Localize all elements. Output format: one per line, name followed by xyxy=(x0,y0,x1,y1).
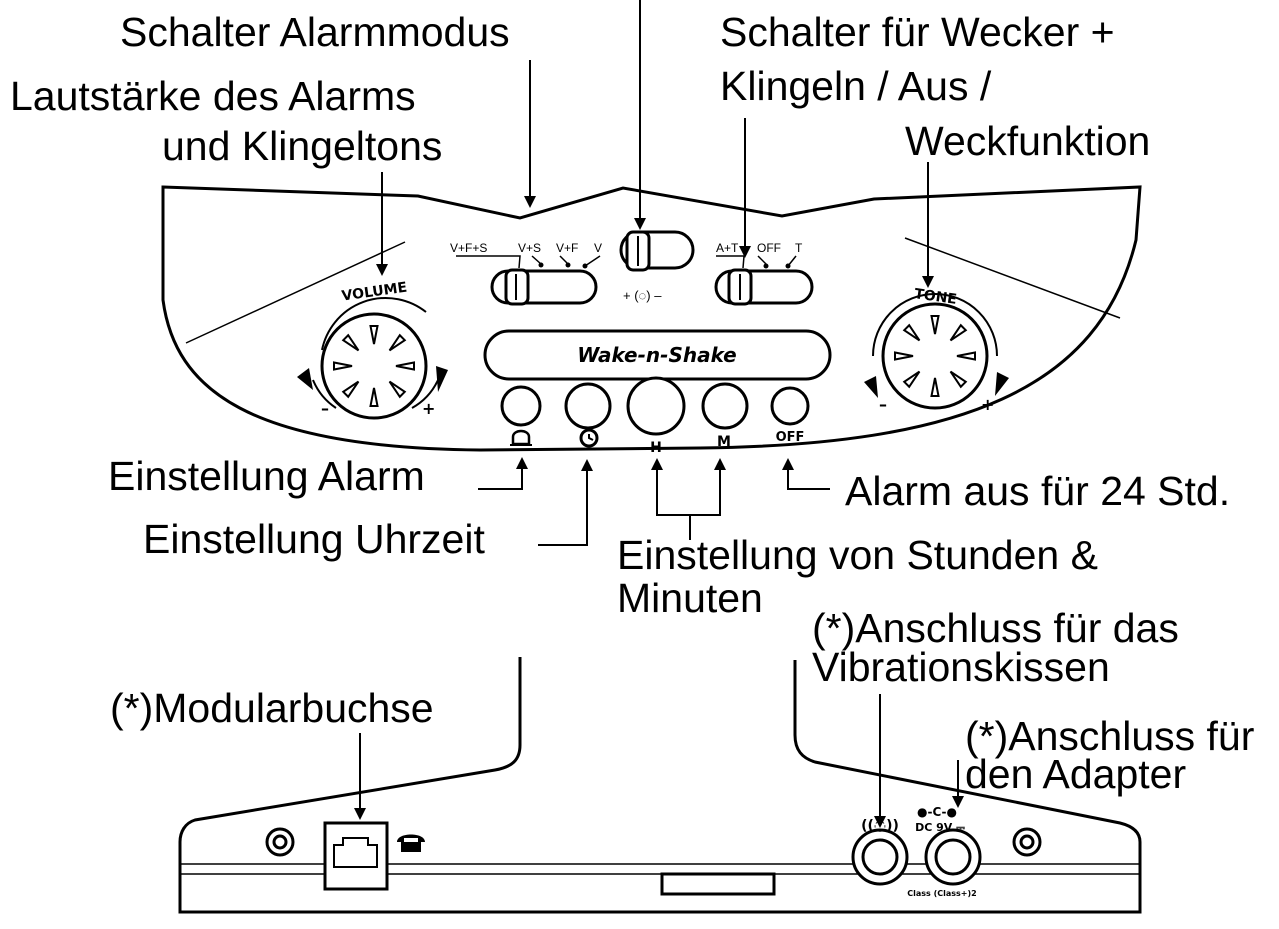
volume-minus: – xyxy=(321,399,329,418)
bell-icon xyxy=(510,429,532,446)
off-button[interactable] xyxy=(770,386,810,426)
tone-knob[interactable] xyxy=(864,293,1009,410)
callout-volume-line1: Lautstärke des Alarms xyxy=(10,73,416,119)
knob-tick xyxy=(341,333,360,352)
mode-position-1: V+F+S xyxy=(450,241,487,255)
callout-wake-switch-line3: Weckfunktion xyxy=(905,118,1150,164)
phone-icon xyxy=(397,834,425,852)
knob-tick xyxy=(341,380,360,399)
callout-set-alarm: Einstellung Alarm xyxy=(108,453,425,499)
hour-button[interactable] xyxy=(626,376,686,436)
callout-adapter-port-line1: (*)Anschluss für xyxy=(965,713,1254,759)
callout-volume-line2: und Klingeltons xyxy=(162,123,442,169)
knob-tick xyxy=(395,361,415,371)
volume-knob[interactable] xyxy=(297,297,448,420)
time-set-button[interactable] xyxy=(564,382,612,430)
modular-jack[interactable] xyxy=(323,821,389,891)
callout-alarm-off-24h: Alarm aus für 24 Std. xyxy=(845,468,1230,514)
knob-tick xyxy=(369,387,379,407)
ring-volume-switch[interactable] xyxy=(619,230,695,272)
hour-button-label: H xyxy=(650,440,662,456)
tone-minus: – xyxy=(879,395,887,414)
callout-vibration-port-line1: (*)Anschluss für das xyxy=(812,605,1179,651)
knob-tick xyxy=(902,323,921,342)
mode-position-3: V+F xyxy=(556,241,578,255)
ring-volume-label: + (◌) – xyxy=(623,288,662,303)
volume-knob-ticks xyxy=(333,325,415,407)
callout-set-time: Einstellung Uhrzeit xyxy=(143,516,485,562)
callout-wake-switch-line1: Schalter für Wecker + xyxy=(720,9,1115,55)
dc-polarity-symbol: ●-C-● xyxy=(917,805,957,819)
callout-wake-switch-line2: Klingeln / Aus / xyxy=(720,63,992,109)
callout-adapter-port-line2: den Adapter xyxy=(965,751,1186,797)
panel-reflection-right xyxy=(904,237,1121,319)
ring-position-1: A+T xyxy=(716,241,739,255)
ring-position-3: T xyxy=(795,241,803,255)
off-button-label: OFF xyxy=(776,430,805,445)
knob-tick xyxy=(949,323,968,342)
tone-plus: + xyxy=(981,395,994,414)
knob-tick xyxy=(930,315,940,335)
tone-label: TONE xyxy=(913,286,958,308)
knob-tick xyxy=(956,351,976,361)
callout-modular-jack: (*)Modularbuchse xyxy=(110,685,434,731)
knob-tick xyxy=(388,380,407,399)
alarm-set-button[interactable] xyxy=(500,385,542,427)
screw-right xyxy=(1012,827,1042,857)
screw-left xyxy=(265,827,295,857)
minute-button[interactable] xyxy=(701,382,749,430)
dc-adapter-port[interactable] xyxy=(924,828,982,886)
knob-tick xyxy=(369,325,379,345)
knob-tick xyxy=(333,361,353,371)
mode-position-4: V xyxy=(594,241,602,255)
volume-plus: + xyxy=(422,399,435,418)
brand-logo: Wake-n-Shake xyxy=(577,343,736,367)
knob-tick xyxy=(902,370,921,389)
clock-icon xyxy=(579,428,599,448)
knob-tick xyxy=(388,333,407,352)
mode-position-2: V+S xyxy=(518,241,541,255)
callout-alarm-mode-switch: Schalter Alarmmodus xyxy=(120,9,510,55)
callout-hours-minutes-line1: Einstellung von Stunden & xyxy=(617,532,1098,578)
alarm-mode-switch[interactable] xyxy=(490,268,598,306)
dc-voltage-label: DC 9V ⎓ xyxy=(915,821,965,834)
alarm-ring-off-switch[interactable] xyxy=(714,268,814,306)
callout-hours-minutes-line2: Minuten xyxy=(617,575,763,621)
vibration-port[interactable] xyxy=(851,828,909,886)
class-label: Class (Class+)2 xyxy=(907,889,976,898)
knob-tick xyxy=(930,377,940,397)
minute-button-label: M xyxy=(717,434,731,450)
knob-tick xyxy=(949,370,968,389)
callout-vibration-port-line2: Vibrationskissen xyxy=(812,644,1110,690)
panel-reflection-left xyxy=(185,241,406,344)
rear-slot xyxy=(660,872,776,896)
knob-tick xyxy=(894,351,914,361)
tone-knob-ticks xyxy=(894,315,976,397)
ring-position-2: OFF xyxy=(757,241,781,255)
